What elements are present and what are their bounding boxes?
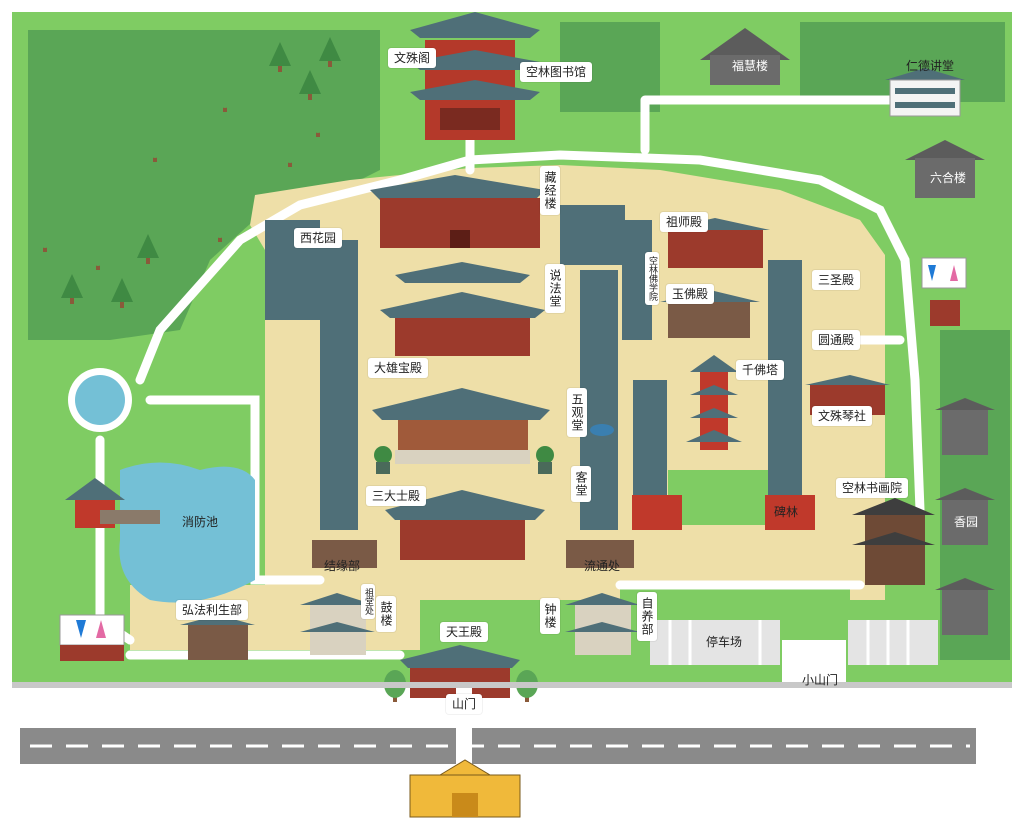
- beilin-gate-right: [765, 495, 815, 530]
- south-gate: [409, 759, 521, 818]
- shuofatang-building: [380, 262, 545, 356]
- cangjinglou-building: [370, 175, 545, 248]
- label-xihuayuan[interactable]: 西花园: [294, 228, 343, 248]
- qianfota-building: [686, 355, 742, 450]
- inner-lawn: [668, 470, 768, 525]
- label-ziyangbu[interactable]: 自养部: [637, 592, 657, 641]
- konglinshuhuayuan-building: [852, 498, 935, 585]
- label-zushidian[interactable]: 祖师殿: [660, 212, 709, 232]
- label-yiguanchu[interactable]: 祖堂处: [361, 584, 375, 619]
- label-cangjinglou[interactable]: 藏经楼: [540, 166, 560, 215]
- label-rendejiangtang[interactable]: 仁德讲堂: [906, 59, 955, 73]
- fire-pond: [119, 462, 255, 603]
- beilin-corridor-right: [768, 260, 802, 510]
- east-annex: [560, 205, 625, 265]
- potted-plant-icon: [374, 446, 554, 474]
- liuhelou-building: [905, 140, 985, 198]
- round-pond: [75, 375, 125, 425]
- parking-lot: [650, 620, 938, 665]
- label-qianfota[interactable]: 千佛塔: [736, 360, 785, 380]
- rendejiangtang-building: [885, 68, 965, 117]
- label-wenshuqinshe[interactable]: 文殊琴社: [812, 406, 873, 426]
- label-hongfalishengbu[interactable]: 弘法利生部: [176, 600, 249, 620]
- beilin-corridor-left: [633, 380, 667, 510]
- bowl-icon: [590, 424, 614, 436]
- label-wuguantang[interactable]: 五观堂: [567, 388, 587, 437]
- label-zhonglou[interactable]: 钟楼: [540, 598, 560, 634]
- label-jieyuanbu[interactable]: 结缘部: [324, 559, 361, 573]
- xiaoshanmen-gate: [782, 640, 846, 685]
- label-xiaoshanmen[interactable]: 小山门: [802, 673, 839, 687]
- label-sanshengdian[interactable]: 三圣殿: [812, 270, 861, 290]
- label-xiaofangchi[interactable]: 消防池: [182, 515, 219, 529]
- jieyuanbu-building: [312, 540, 377, 568]
- label-gulou[interactable]: 鼓楼: [376, 596, 396, 632]
- gulou-building: [300, 593, 375, 655]
- west-corridor: [320, 240, 358, 530]
- perimeter-wall: [12, 682, 1012, 688]
- label-shuofatang[interactable]: 说法堂: [545, 264, 565, 313]
- beilin-gate-left: [632, 495, 682, 530]
- label-tingchechang[interactable]: 停车场: [706, 635, 743, 649]
- label-xiangyuan[interactable]: 香园: [954, 515, 979, 529]
- label-library[interactable]: 空林图书馆: [520, 62, 593, 82]
- label-ketang[interactable]: 客堂: [571, 466, 591, 502]
- restroom-icon: [59, 614, 125, 661]
- daxiongbaodian-building: [372, 388, 550, 464]
- fuhuilou-building: [700, 28, 790, 85]
- wenshuge-building: [410, 12, 540, 140]
- label-daxiongbaodian[interactable]: 大雄宝殿: [368, 358, 429, 378]
- label-konglinshuhuayuan[interactable]: 空林书画院: [836, 478, 909, 498]
- label-liutongchu[interactable]: 流通处: [584, 559, 621, 573]
- label-liuhelou[interactable]: 六合楼: [930, 171, 967, 185]
- label-tianwangdian[interactable]: 天王殿: [440, 622, 489, 642]
- label-fuhuilou[interactable]: 福慧楼: [732, 59, 769, 73]
- pavilion-icon: [65, 478, 160, 528]
- restroom-icon: [921, 257, 967, 326]
- label-sandashidian[interactable]: 三大士殿: [366, 486, 427, 506]
- label-shanmen[interactable]: 山门: [446, 694, 483, 714]
- label-yufodian[interactable]: 玉佛殿: [666, 284, 715, 304]
- label-beilin[interactable]: 碑林: [774, 505, 799, 519]
- label-wenshuge[interactable]: 文殊阁: [388, 48, 437, 68]
- hongfalishengbu-building: [180, 615, 255, 660]
- liutongchu-building: [566, 540, 634, 568]
- xiangyuan-building: [935, 398, 995, 635]
- label-yuantongdian[interactable]: 圆通殿: [812, 330, 861, 350]
- sandashidian-building: [385, 490, 545, 560]
- label-konglinfoxueyuan[interactable]: 空林佛学院: [645, 252, 659, 305]
- west-forest: [28, 30, 380, 340]
- zhonglou-building: [565, 593, 640, 655]
